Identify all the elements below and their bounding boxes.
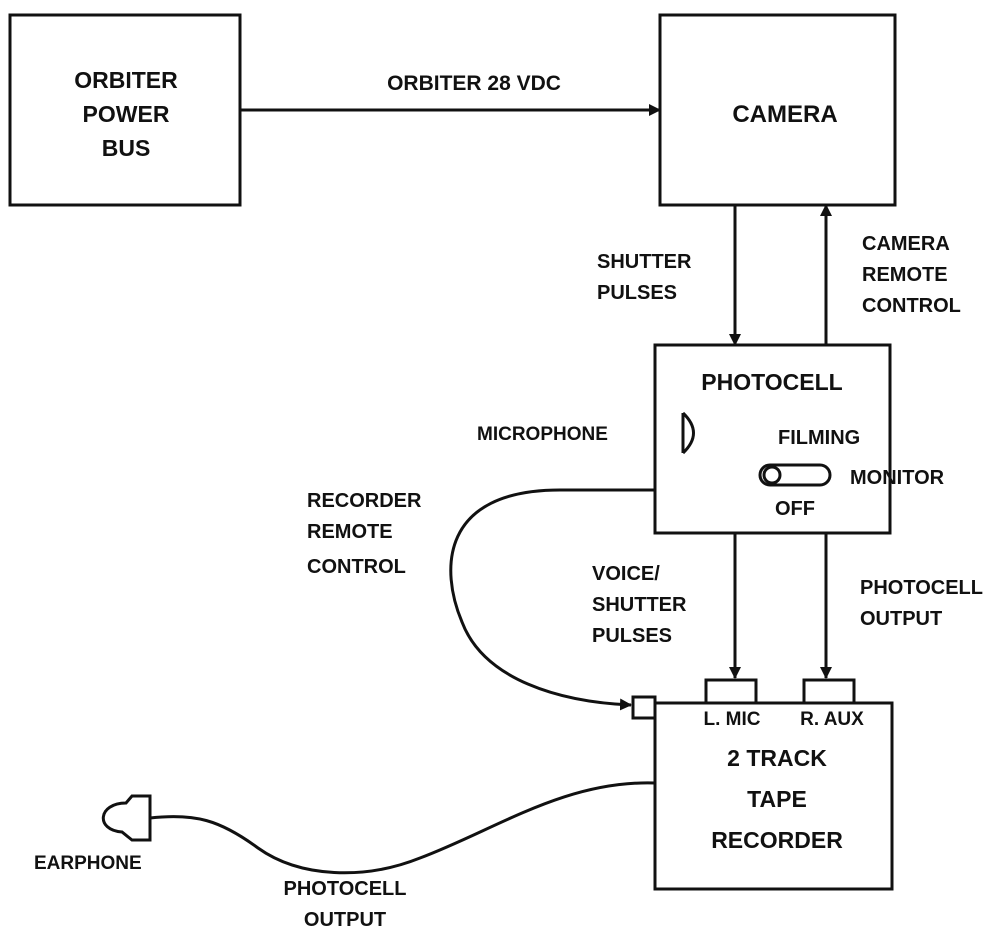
earphone-label: EARPHONE bbox=[34, 853, 142, 874]
recorder-remote-control-label-line-3: CONTROL bbox=[307, 556, 406, 578]
photocell-output-upper-label-line-2: OUTPUT bbox=[860, 608, 942, 630]
photocell-block: PHOTOCELL MICROPHONE FILMING MONITOR OFF bbox=[477, 343, 945, 535]
power-feed-connection: ORBITER 28 VDC bbox=[240, 72, 661, 116]
r-aux-jack bbox=[802, 678, 856, 705]
shutter-pulses-label-line-1: SHUTTER bbox=[597, 251, 692, 273]
recorder-remote-control-cable bbox=[449, 488, 655, 711]
voice-shutter-pulses-label-line-2: SHUTTER bbox=[592, 594, 687, 616]
camera-remote-control-label-line-1: CAMERA bbox=[862, 233, 950, 255]
microphone-label: MICROPHONE bbox=[477, 424, 608, 445]
photocell-label: PHOTOCELL bbox=[701, 369, 842, 395]
l-mic-jack-label: L. MIC bbox=[704, 709, 761, 730]
shutter-pulses-connection: SHUTTER PULSES bbox=[597, 205, 741, 346]
microphone-icon bbox=[681, 411, 695, 455]
photocell-box bbox=[653, 343, 892, 535]
recorder-remote-control-label-line-1: RECORDER bbox=[307, 490, 422, 512]
camera-label: CAMERA bbox=[732, 101, 837, 128]
mode-switch-knob bbox=[762, 465, 782, 485]
earphone-cable bbox=[149, 781, 656, 875]
photocell-output-upper-connection: PHOTOCELL OUTPUT bbox=[820, 533, 983, 679]
voice-shutter-pulses-label-line-1: VOICE/ bbox=[592, 563, 660, 585]
orbiter-power-bus-label-line-3: BUS bbox=[102, 135, 151, 161]
camera-box bbox=[658, 13, 897, 207]
tape-recorder-box bbox=[653, 701, 894, 891]
camera-remote-control-label-line-2: REMOTE bbox=[862, 264, 948, 286]
switch-off-label: OFF bbox=[775, 498, 815, 520]
photocell-output-upper-label-line-1: PHOTOCELL bbox=[860, 577, 983, 599]
remote-control-jack bbox=[631, 695, 657, 720]
camera-block: CAMERA bbox=[658, 13, 897, 207]
power-feed-label: ORBITER 28 VDC bbox=[387, 72, 561, 95]
voice-shutter-pulses-label-line-3: PULSES bbox=[592, 625, 672, 647]
earphone-output-connection: EARPHONE PHOTOCELL OUTPUT bbox=[34, 781, 656, 931]
orbiter-power-bus-label-line-2: POWER bbox=[83, 101, 170, 127]
mode-switch-slot bbox=[758, 463, 832, 487]
switch-monitor-label: MONITOR bbox=[850, 467, 945, 489]
r-aux-jack-label: R. AUX bbox=[800, 709, 864, 730]
tape-recorder-label-line-2: TAPE bbox=[747, 786, 807, 812]
voice-shutter-pulses-connection: VOICE/ SHUTTER PULSES bbox=[592, 533, 741, 679]
recorder-remote-control-connection: RECORDER REMOTE CONTROL bbox=[307, 488, 657, 720]
l-mic-jack bbox=[704, 678, 758, 705]
photocell-output-lower-label-line-1: PHOTOCELL bbox=[284, 878, 407, 900]
switch-filming-label: FILMING bbox=[778, 427, 860, 449]
shutter-pulses-label-line-2: PULSES bbox=[597, 282, 677, 304]
tape-recorder-label-line-3: RECORDER bbox=[711, 827, 843, 853]
photocell-output-lower-label-line-2: OUTPUT bbox=[304, 909, 386, 931]
camera-remote-control-label-line-3: CONTROL bbox=[862, 295, 961, 317]
orbiter-power-bus-label-line-1: ORBITER bbox=[74, 67, 178, 93]
recorder-remote-control-label-line-2: REMOTE bbox=[307, 521, 393, 543]
camera-remote-control-connection: CAMERA REMOTE CONTROL bbox=[820, 204, 961, 345]
tape-recorder-block: L. MIC R. AUX 2 TRACK TAPE RECORDER bbox=[653, 678, 894, 891]
tape-recorder-label-line-1: 2 TRACK bbox=[727, 745, 827, 771]
orbiter-power-bus-block: ORBITER POWER BUS bbox=[8, 13, 242, 207]
earphone-icon bbox=[101, 794, 152, 842]
